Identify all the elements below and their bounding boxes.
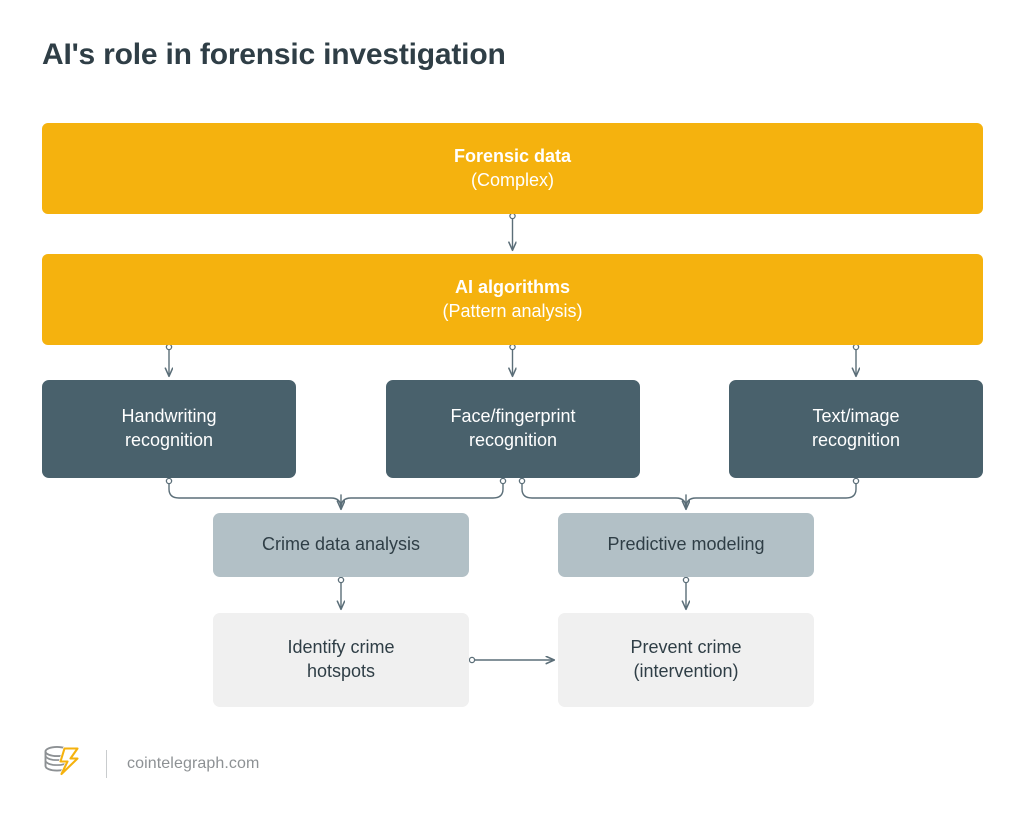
edge-forensic-to-ai [510, 212, 515, 250]
edge-handwriting-to-crimedata [165, 477, 342, 510]
node-forensic-data-line1: Forensic data [453, 145, 572, 166]
edge-ai-to-textimage [853, 343, 858, 376]
node-ai-algorithms-line2: (Pattern analysis) [442, 300, 583, 321]
node-predictive-modeling[interactable]: Predictive modeling [558, 513, 814, 577]
node-textimage-line1: Text/image [812, 406, 900, 427]
node-prevent-crime[interactable]: Prevent crime (intervention) [558, 613, 814, 707]
edge-hotspots-to-prevent [468, 657, 554, 662]
node-predictive-label: Predictive modeling [607, 534, 765, 555]
footer: cointelegraph.com [42, 742, 259, 786]
node-hotspots-line2: hotspots [306, 661, 376, 681]
node-handwriting-line2: recognition [124, 430, 214, 450]
edge-textimage-to-predictive [685, 477, 860, 510]
footer-divider [106, 750, 107, 778]
node-textimage-line2: recognition [811, 430, 901, 450]
node-forensic-data[interactable]: Forensic data (Complex) [42, 123, 983, 214]
node-identify-crime-hotspots[interactable]: Identify crime hotspots [213, 613, 469, 707]
node-face-line1: Face/fingerprint [450, 406, 576, 427]
edge-face-to-predictive [518, 477, 687, 510]
node-handwriting-recognition[interactable]: Handwriting recognition [42, 380, 296, 478]
cointelegraph-logo-icon [42, 743, 84, 786]
node-forensic-data-line2: (Complex) [470, 169, 554, 190]
node-ai-algorithms-line1: AI algorithms [454, 276, 570, 297]
node-prevent-line1: Prevent crime [630, 637, 742, 658]
node-text-image-recognition[interactable]: Text/image recognition [729, 380, 983, 478]
edge-ai-to-face [510, 343, 515, 376]
page-title: AI's role in forensic investigation [42, 38, 506, 71]
node-crime-data-label: Crime data analysis [261, 534, 421, 555]
edge-predictive-to-prevent [683, 576, 688, 609]
node-hotspots-line1: Identify crime [287, 637, 395, 658]
footer-site-label: cointelegraph.com [127, 755, 260, 772]
node-face-line2: recognition [468, 430, 558, 450]
edge-crimedata-to-hotspots [338, 576, 343, 609]
node-prevent-line2: (intervention) [633, 661, 739, 681]
edge-face-to-crimedata [340, 477, 507, 510]
edge-ai-to-handwriting [166, 343, 171, 376]
node-crime-data-analysis[interactable]: Crime data analysis [213, 513, 469, 577]
node-ai-algorithms[interactable]: AI algorithms (Pattern analysis) [42, 254, 983, 345]
node-handwriting-line1: Handwriting [121, 406, 217, 427]
node-face-fingerprint-recognition[interactable]: Face/fingerprint recognition [386, 380, 640, 478]
